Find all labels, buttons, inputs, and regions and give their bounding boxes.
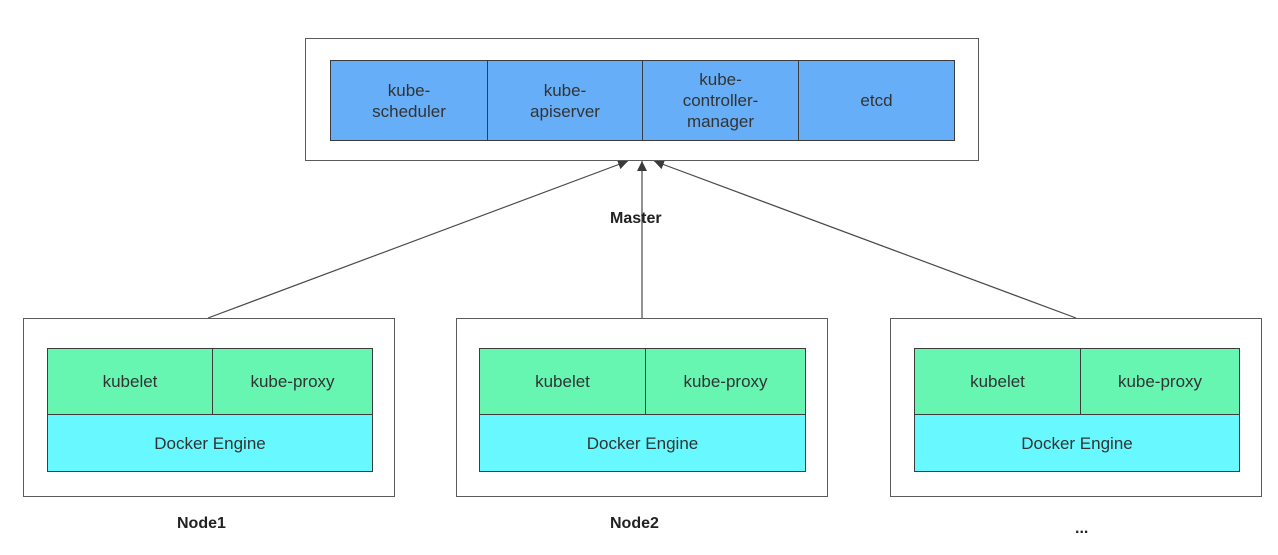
node2-kube-proxy: kube-proxy	[645, 348, 806, 415]
arrow-node3-to-master	[653, 159, 1077, 319]
component-label-line: kube-	[387, 80, 431, 100]
node1-kubelet: kubelet	[47, 348, 213, 415]
node1-docker-engine: Docker Engine	[47, 414, 373, 472]
master-component-scheduler: kube-scheduler	[330, 60, 488, 141]
node3-label: ...	[1075, 520, 1089, 537]
component-label-line: kube-	[699, 70, 742, 89]
node2-label: Node2	[610, 515, 659, 532]
component-label-line: apiserver	[530, 101, 600, 121]
arrow-node1-to-master	[207, 159, 629, 319]
node2-kubelet: kubelet	[479, 348, 646, 415]
node3-kubelet: kubelet	[914, 348, 1081, 415]
component-label-line: manager	[686, 112, 755, 131]
component-label-line: kube-	[543, 80, 587, 100]
node1-label: Node1	[177, 515, 226, 532]
node3-docker-engine: Docker Engine	[914, 414, 1240, 472]
master-frame: kube-scheduler kube-apiserver kube-contr…	[305, 38, 979, 161]
master-component-apiserver: kube-apiserver	[487, 60, 643, 141]
component-label-line: etcd	[860, 91, 893, 110]
node2-frame: kubelet kube-proxy Docker Engine	[456, 318, 828, 497]
component-label-line: controller-	[682, 91, 759, 110]
node1-kube-proxy: kube-proxy	[212, 348, 373, 415]
node3-frame: kubelet kube-proxy Docker Engine	[890, 318, 1262, 497]
master-component-etcd: etcd	[798, 60, 955, 141]
component-label-line: scheduler	[372, 101, 446, 121]
node3-kube-proxy: kube-proxy	[1080, 348, 1240, 415]
node1-frame: kubelet kube-proxy Docker Engine	[23, 318, 395, 497]
node2-docker-engine: Docker Engine	[479, 414, 806, 472]
master-component-controller-manager: kube-controller-manager	[642, 60, 799, 141]
master-label: Master	[610, 210, 662, 227]
